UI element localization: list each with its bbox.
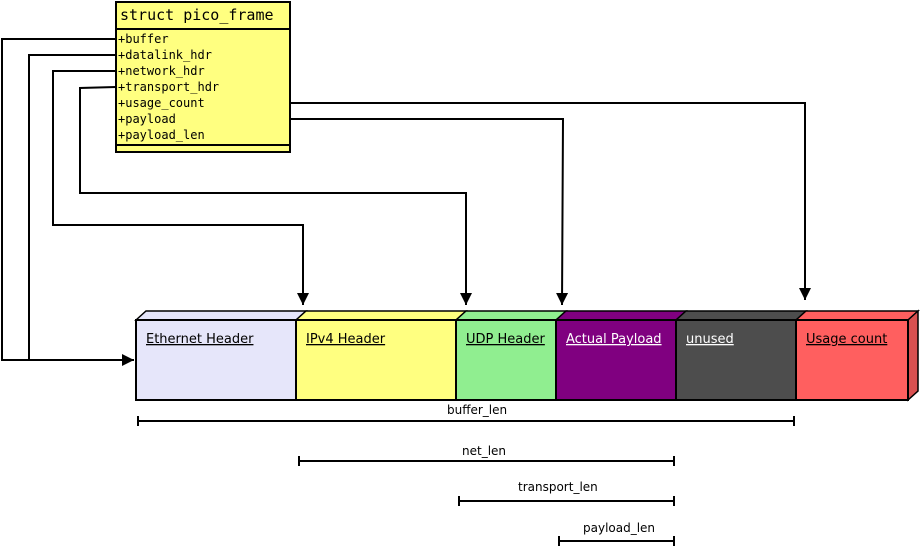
pointer-wires <box>1 38 811 366</box>
block-usage-count: Usage count <box>794 309 920 402</box>
dimension-lines: buffer_len net_len transport_len payload… <box>137 403 795 546</box>
dim-transport-len-label: transport_len <box>518 480 598 494</box>
struct-field-datalink-hdr: +datalink_hdr <box>118 48 212 62</box>
block-ipv4-header-top <box>294 310 468 321</box>
wire-network-hdr <box>52 70 309 305</box>
block-ethernet-header-front <box>135 319 297 401</box>
block-usage-count-side <box>907 309 919 402</box>
block-usage-count-front <box>795 319 909 401</box>
block-ipv4-header-label: IPv4 Header <box>306 332 386 347</box>
block-actual-payload-label: Actual Payload <box>566 332 662 347</box>
block-udp-header-top <box>454 310 568 321</box>
dim-buffer-len: buffer_len <box>137 403 795 426</box>
wire-datalink-hdr <box>28 54 134 366</box>
wire-transport-hdr <box>79 86 472 305</box>
struct-field-transport-hdr: +transport_hdr <box>118 80 219 94</box>
struct-field-usage-count: +usage_count <box>118 96 205 110</box>
struct-box-frame <box>115 1 291 153</box>
dim-net-len: net_len <box>298 444 675 466</box>
dim-payload-len-label: payload_len <box>583 521 655 535</box>
block-usage-count-top <box>794 310 920 321</box>
block-udp-header: UDP Header <box>454 310 568 401</box>
block-ethernet-header-top <box>134 310 308 321</box>
dim-buffer-len-label: buffer_len <box>447 403 507 417</box>
buffer-blocks: Ethernet Header IPv4 Header UDP Header A… <box>134 309 920 402</box>
block-actual-payload-top <box>554 310 688 321</box>
block-actual-payload: Actual Payload <box>554 310 688 401</box>
struct-box: struct pico_frame +buffer +datalink_hdr … <box>115 1 291 153</box>
struct-field-payload-len: +payload_len <box>118 128 205 142</box>
block-usage-count-label: Usage count <box>806 332 887 347</box>
struct-title: struct pico_frame <box>120 6 274 24</box>
dim-transport-len: transport_len <box>458 480 675 506</box>
block-ipv4-header: IPv4 Header <box>294 310 468 401</box>
block-unused-top <box>674 310 808 321</box>
block-ethernet-header-label: Ethernet Header <box>146 332 254 347</box>
struct-field-buffer: +buffer <box>118 32 169 46</box>
block-unused-label: unused <box>686 332 734 347</box>
wire-payload <box>290 118 569 306</box>
block-unused-front <box>675 319 797 401</box>
block-unused: unused <box>674 310 808 401</box>
block-ethernet-header: Ethernet Header <box>134 310 308 401</box>
dim-payload-len: payload_len <box>558 521 675 546</box>
struct-field-payload: +payload <box>118 112 176 126</box>
block-udp-header-label: UDP Header <box>466 332 545 347</box>
wire-usage-count <box>290 102 811 300</box>
struct-field-network-hdr: +network_hdr <box>118 64 205 78</box>
dim-net-len-label: net_len <box>462 444 506 458</box>
